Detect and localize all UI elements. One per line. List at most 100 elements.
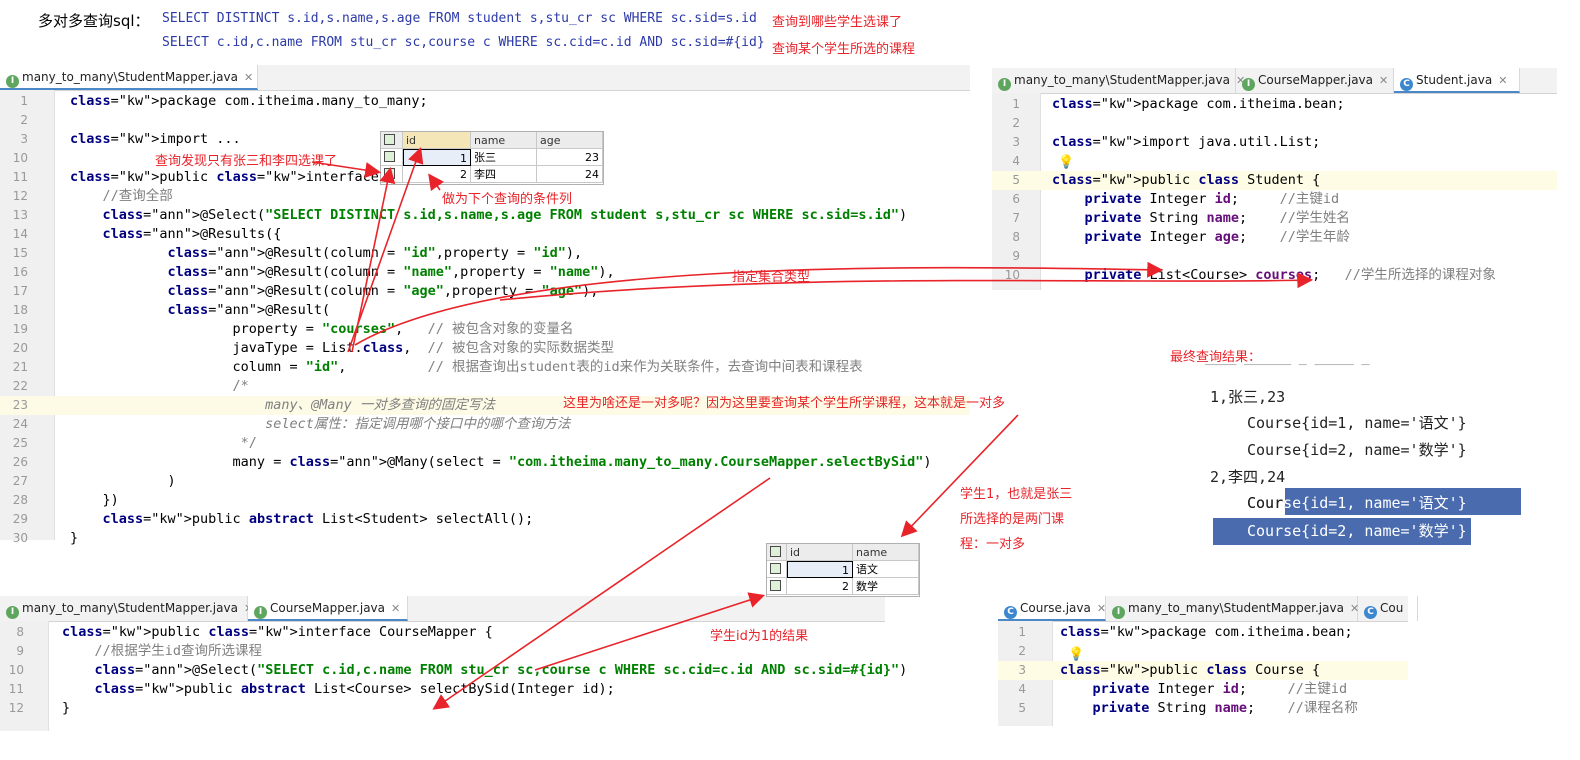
code-text[interactable]: private Integer id; //主键id: [1092, 681, 1348, 697]
close-icon[interactable]: ✕: [243, 71, 254, 84]
code-text[interactable]: javaType = List.class, // 被包含对象的实际数据类型: [70, 340, 615, 356]
checkbox-icon[interactable]: [384, 168, 395, 179]
code-line[interactable]: 27 ): [0, 472, 970, 491]
code-text[interactable]: class="kw">package com.itheima.bean;: [1052, 96, 1345, 112]
code-line[interactable]: 2: [992, 114, 1557, 133]
code-line[interactable]: 21 column = "id", // 根据查询出student表的id来作为…: [0, 358, 970, 377]
code-text[interactable]: class="ann">@Result(: [167, 302, 331, 318]
code-line[interactable]: 6 private Integer id; //主键id: [992, 190, 1557, 209]
grid-cell[interactable]: 张三: [471, 149, 537, 166]
grid-cell[interactable]: 2: [403, 166, 471, 183]
code-text[interactable]: class="kw">package com.itheima.many_to_m…: [70, 93, 428, 109]
grid-cell[interactable]: 1: [787, 561, 853, 578]
code-line[interactable]: 16 class="ann">@Result(column = "name",p…: [0, 263, 970, 282]
code-line[interactable]: 28 }): [0, 491, 970, 510]
code-text[interactable]: }: [70, 530, 79, 546]
close-icon[interactable]: ✕: [1096, 602, 1107, 615]
code-text[interactable]: select属性：指定调用哪个接口中的哪个查询方法: [70, 416, 571, 432]
code-text[interactable]: many = class="ann">@Many(select = "com.i…: [70, 454, 932, 470]
code-text[interactable]: many、@Many 一对多查询的固定写法: [70, 397, 495, 413]
code-line[interactable]: 2: [0, 111, 970, 130]
code-text[interactable]: private Integer id; //主键id: [1084, 191, 1340, 207]
checkbox-icon[interactable]: [384, 134, 395, 145]
code-text[interactable]: }): [70, 492, 119, 508]
code-line[interactable]: 2: [998, 642, 1408, 661]
grid-header-id[interactable]: id: [787, 544, 853, 561]
code-line[interactable]: 14 class="ann">@Results({: [0, 225, 970, 244]
code-text[interactable]: class="ann">@Result(column = "name",prop…: [167, 264, 615, 280]
code-text[interactable]: private String name; //课程名称: [1092, 700, 1358, 716]
code-text[interactable]: class="kw">public abstract List<Course> …: [94, 681, 615, 697]
close-icon[interactable]: ✕: [391, 602, 401, 615]
code-line[interactable]: 9 //根据学生id查询所选课程: [0, 642, 885, 661]
code-line[interactable]: 11 class="kw">public abstract List<Cours…: [0, 680, 885, 699]
code-text[interactable]: ): [70, 473, 176, 489]
code-line[interactable]: 18 class="ann">@Result(: [0, 301, 970, 320]
checkbox-icon[interactable]: [770, 563, 781, 574]
code-line[interactable]: 8 private Integer age; //学生年龄: [992, 228, 1557, 247]
code-text[interactable]: class="ann">@Result(column = "age",prope…: [167, 283, 599, 299]
code-line[interactable]: 17 class="ann">@Result(column = "age",pr…: [0, 282, 970, 301]
code-text[interactable]: class="kw">public abstract List<Student>…: [102, 511, 534, 527]
code-line[interactable]: 24 select属性：指定调用哪个接口中的哪个查询方法: [0, 415, 970, 434]
code-line[interactable]: 15 class="ann">@Result(column = "id",pro…: [0, 244, 970, 263]
code-line[interactable]: 13 class="ann">@Select("SELECT DISTINCT …: [0, 206, 970, 225]
code-text[interactable]: private List<Course> courses; //学生所选择的课程…: [1084, 267, 1496, 283]
code-text[interactable]: class="ann">@Results({: [102, 226, 282, 242]
code-line[interactable]: 4: [992, 152, 1557, 171]
code-text[interactable]: /*: [70, 378, 249, 394]
code-line[interactable]: 20 javaType = List.class, // 被包含对象的实际数据类…: [0, 339, 970, 358]
table-row[interactable]: 1 语文: [767, 561, 919, 578]
code-line[interactable]: 23 many、@Many 一对多查询的固定写法: [0, 396, 970, 415]
checkbox-icon[interactable]: [770, 580, 781, 591]
checkbox-icon[interactable]: [384, 151, 395, 162]
grid-header-name[interactable]: name: [853, 544, 919, 561]
grid-cell[interactable]: 李四: [471, 166, 537, 183]
table-row[interactable]: 2 数学: [767, 578, 919, 595]
grid-cell[interactable]: 2: [787, 578, 853, 595]
code-text[interactable]: //查询全部: [102, 188, 173, 204]
code-text[interactable]: class="ann">@Select("SELECT DISTINCT s.i…: [102, 207, 908, 223]
code-text[interactable]: class="kw">public class Student {: [1052, 172, 1321, 188]
grid-cell[interactable]: 数学: [853, 578, 919, 595]
code-text[interactable]: private String name; //学生姓名: [1084, 210, 1350, 226]
code-line[interactable]: 22 /*: [0, 377, 970, 396]
checkbox-icon[interactable]: [770, 546, 781, 557]
code-line[interactable]: 30}: [0, 529, 970, 548]
close-icon[interactable]: ✕: [1235, 74, 1246, 87]
code-line[interactable]: 19 property = "courses", // 被包含对象的变量名: [0, 320, 970, 339]
code-line[interactable]: 10 private List<Course> courses; //学生所选择…: [992, 266, 1557, 285]
code-text[interactable]: class="kw">import java.util.List;: [1052, 134, 1321, 150]
code-text[interactable]: class="kw">package com.itheima.bean;: [1060, 624, 1353, 640]
close-icon[interactable]: ✕: [1379, 74, 1389, 87]
grid-header-name[interactable]: name: [471, 132, 537, 149]
code-text[interactable]: class="kw">public class Course {: [1060, 662, 1321, 678]
lightbulb-icon[interactable]: 💡: [1058, 155, 1075, 170]
code-text[interactable]: property = "courses", // 被包含对象的变量名: [70, 321, 574, 337]
code-line[interactable]: 29 class="kw">public abstract List<Stude…: [0, 510, 970, 529]
code-line[interactable]: 26 many = class="ann">@Many(select = "co…: [0, 453, 970, 472]
table-row[interactable]: 1 张三 23: [381, 149, 603, 166]
lightbulb-icon[interactable]: 💡: [1068, 647, 1085, 662]
code-text[interactable]: //根据学生id查询所选课程: [94, 643, 263, 659]
code-text[interactable]: */: [70, 435, 257, 451]
code-text[interactable]: private Integer age; //学生年龄: [1084, 229, 1350, 245]
grid-cell[interactable]: 23: [537, 149, 603, 166]
code-line[interactable]: 4 private Integer id; //主键id: [998, 680, 1408, 699]
code-line[interactable]: 10 class="ann">@Select("SELECT c.id,c.na…: [0, 661, 908, 680]
grid-cell[interactable]: 语文: [853, 561, 919, 578]
code-line[interactable]: 9: [992, 247, 1557, 266]
